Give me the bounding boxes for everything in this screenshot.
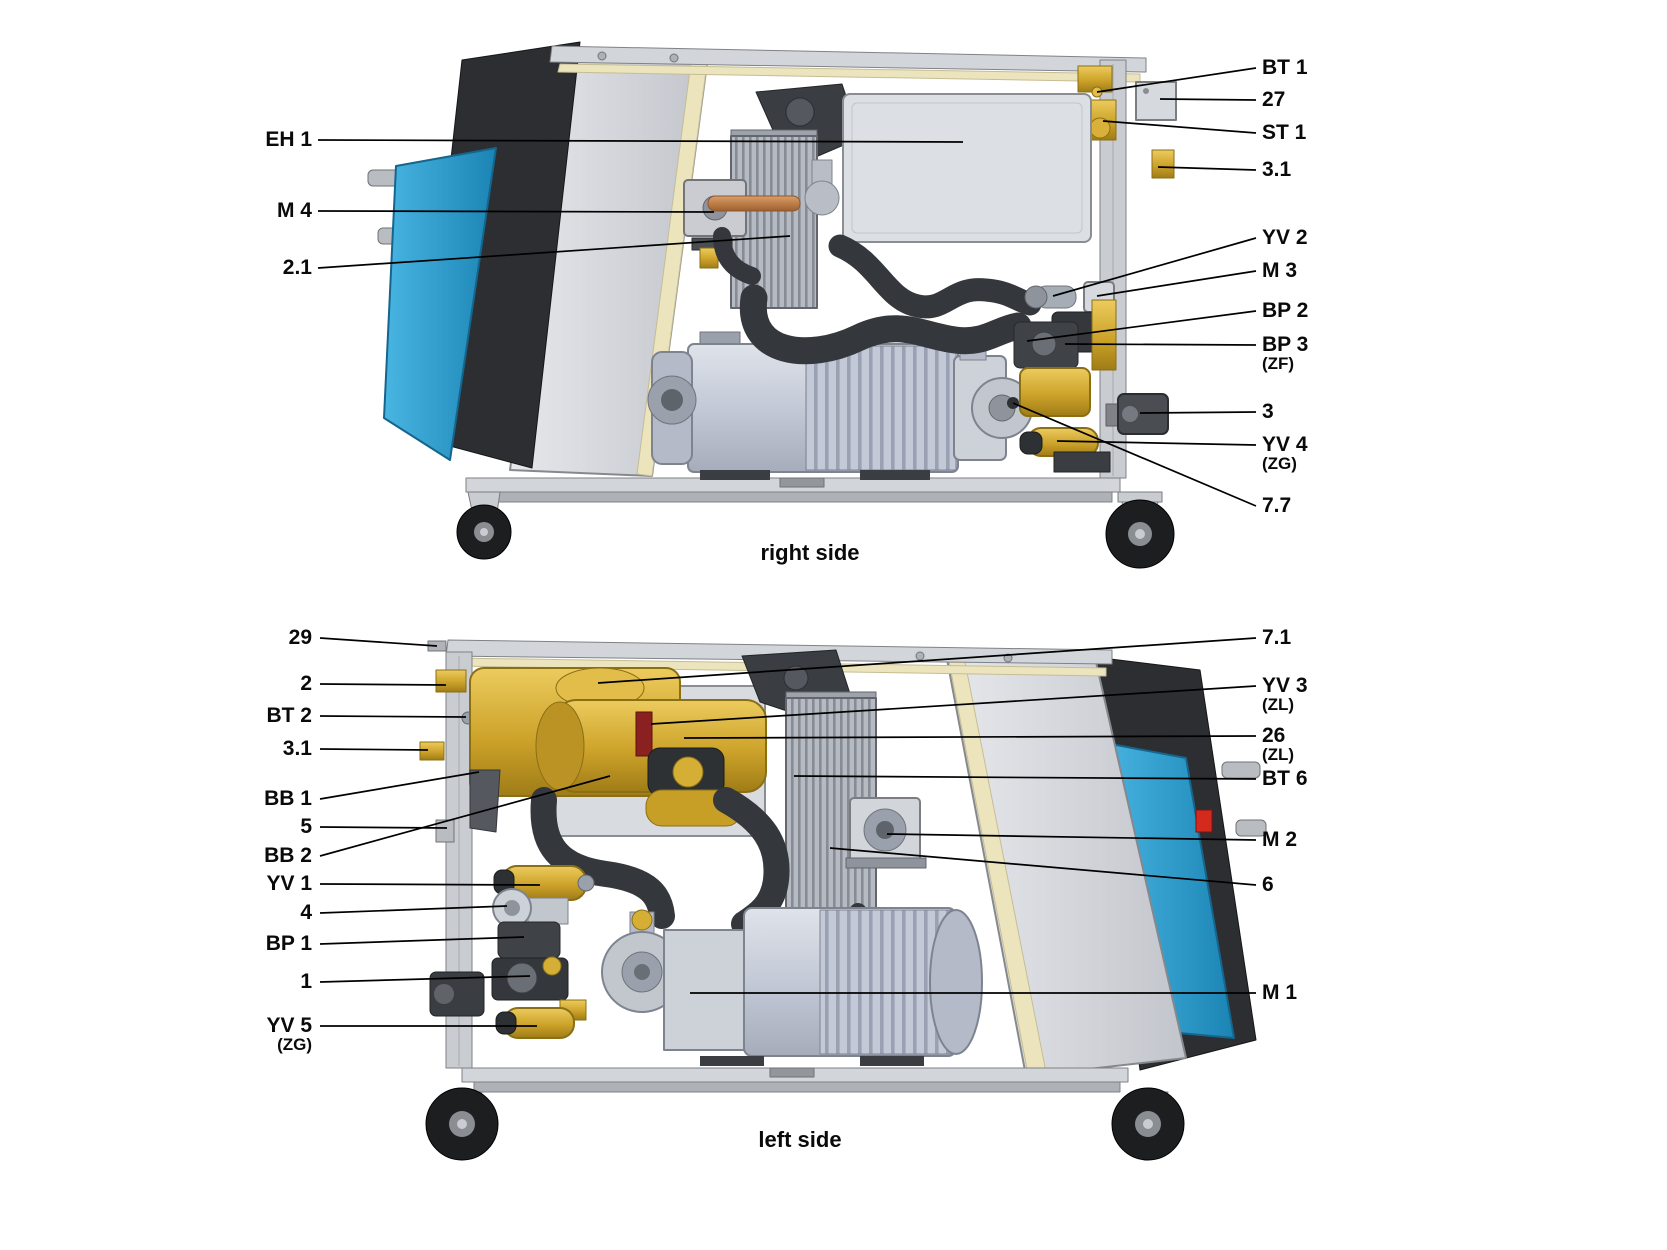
leader-bt6 bbox=[793, 775, 1257, 780]
label-2: 2 bbox=[300, 672, 312, 695]
caster-wheel-left-bottom bbox=[425, 1087, 499, 1161]
leader-3-1-bottom bbox=[319, 748, 429, 751]
leader-bp1 bbox=[319, 936, 525, 945]
leader-bt1 bbox=[1096, 67, 1257, 93]
fan-motor-m2 bbox=[845, 797, 927, 869]
label-6: 6 bbox=[1262, 873, 1274, 896]
label-3-1-top: 3.1 bbox=[1262, 158, 1292, 181]
label-m3: M 3 bbox=[1262, 259, 1298, 282]
label-yv4: YV 4(ZG) bbox=[1262, 433, 1308, 473]
handle-grips-left-view bbox=[1221, 761, 1267, 837]
label-bp2: BP 2 bbox=[1262, 299, 1309, 322]
label-yv2: YV 2 bbox=[1262, 226, 1308, 249]
leader-5 bbox=[319, 826, 448, 829]
label-1: 1 bbox=[300, 970, 312, 993]
gold-pump-assembly bbox=[469, 667, 767, 833]
condenser-fins bbox=[785, 691, 877, 913]
leader-yv2 bbox=[1052, 237, 1257, 297]
red-power-switch bbox=[1195, 809, 1213, 833]
label-m2: M 2 bbox=[1262, 828, 1298, 851]
label-4: 4 bbox=[300, 901, 312, 924]
leader-m2 bbox=[886, 833, 1257, 841]
caption-right-side: right side bbox=[760, 540, 860, 565]
leader-bb2 bbox=[319, 775, 611, 857]
label-29: 29 bbox=[288, 626, 312, 649]
machine-left-side-view bbox=[419, 639, 1267, 1161]
pipe-elbow bbox=[804, 159, 840, 216]
label-3-1-bottom: 3.1 bbox=[282, 737, 312, 760]
label-bb2: BB 2 bbox=[264, 844, 312, 867]
leader-bt2 bbox=[319, 715, 467, 718]
leader-2 bbox=[319, 683, 447, 686]
main-pump-motor-m1 bbox=[601, 907, 983, 1066]
leader-3-1-top bbox=[1157, 166, 1257, 171]
label-yv3: YV 3(ZL) bbox=[1262, 674, 1308, 714]
leader-3 bbox=[1139, 411, 1257, 414]
leader-m3 bbox=[1096, 270, 1257, 297]
label-2-1: 2.1 bbox=[282, 256, 312, 279]
label-5: 5 bbox=[300, 815, 312, 838]
label-bt1: BT 1 bbox=[1262, 56, 1308, 79]
brass-fittings-top-right bbox=[1077, 65, 1175, 179]
leader-yv3 bbox=[650, 685, 1257, 725]
label-3: 3 bbox=[1262, 400, 1274, 423]
leader-yv4 bbox=[1056, 440, 1257, 446]
label-yv1: YV 1 bbox=[266, 872, 312, 895]
leader-bp3 bbox=[1064, 343, 1257, 346]
label-bp1: BP 1 bbox=[265, 932, 312, 955]
leader-29 bbox=[319, 637, 438, 647]
caster-wheel-right-bottom bbox=[1111, 1087, 1185, 1161]
leader-eh1 bbox=[317, 139, 964, 143]
leader-bp2 bbox=[1026, 310, 1257, 342]
leader-7-1 bbox=[597, 637, 1257, 684]
label-m4: M 4 bbox=[276, 199, 312, 222]
label-bt2: BT 2 bbox=[266, 704, 312, 727]
side-panel-inner-left-view bbox=[945, 653, 1187, 1077]
caption-left-side: left side bbox=[758, 1127, 842, 1152]
leader-m4 bbox=[317, 210, 715, 213]
valve-pump-cluster-left bbox=[429, 865, 595, 1039]
leader-1 bbox=[319, 975, 531, 983]
label-m1: M 1 bbox=[1262, 981, 1298, 1004]
caster-wheel-right bbox=[1105, 491, 1175, 569]
label-7-7: 7.7 bbox=[1262, 494, 1292, 517]
leader-4 bbox=[319, 905, 508, 914]
label-bb1: BB 1 bbox=[264, 787, 312, 810]
label-yv5: YV 5(ZG) bbox=[266, 1014, 312, 1054]
machine-right-side-view bbox=[367, 41, 1177, 569]
leader-27 bbox=[1159, 98, 1257, 101]
component-27-box bbox=[1135, 81, 1177, 121]
component-3 bbox=[1105, 393, 1169, 435]
leader-yv1 bbox=[319, 883, 541, 886]
leader-7-7 bbox=[1012, 402, 1257, 507]
pump-m4 bbox=[683, 179, 801, 269]
label-st1: ST 1 bbox=[1262, 121, 1307, 144]
chassis-base-left-view bbox=[461, 1067, 1129, 1093]
leader-bb1 bbox=[319, 771, 480, 800]
leader-26 bbox=[683, 735, 1257, 739]
leader-6 bbox=[829, 847, 1257, 886]
leader-2-1 bbox=[317, 235, 791, 269]
blue-side-panel bbox=[383, 147, 497, 461]
label-eh1: EH 1 bbox=[265, 128, 312, 151]
label-26: 26(ZL) bbox=[1262, 724, 1295, 764]
label-bt6: BT 6 bbox=[1262, 767, 1308, 790]
caster-wheel-left bbox=[456, 491, 512, 560]
label-7-1: 7.1 bbox=[1262, 626, 1292, 649]
chassis-base bbox=[465, 477, 1121, 503]
leader-st1 bbox=[1102, 120, 1257, 134]
leader-lines bbox=[317, 67, 1257, 1027]
label-27: 27 bbox=[1262, 88, 1286, 111]
label-bp3: BP 3(ZF) bbox=[1262, 333, 1309, 373]
electric-heater-eh1 bbox=[842, 93, 1092, 243]
